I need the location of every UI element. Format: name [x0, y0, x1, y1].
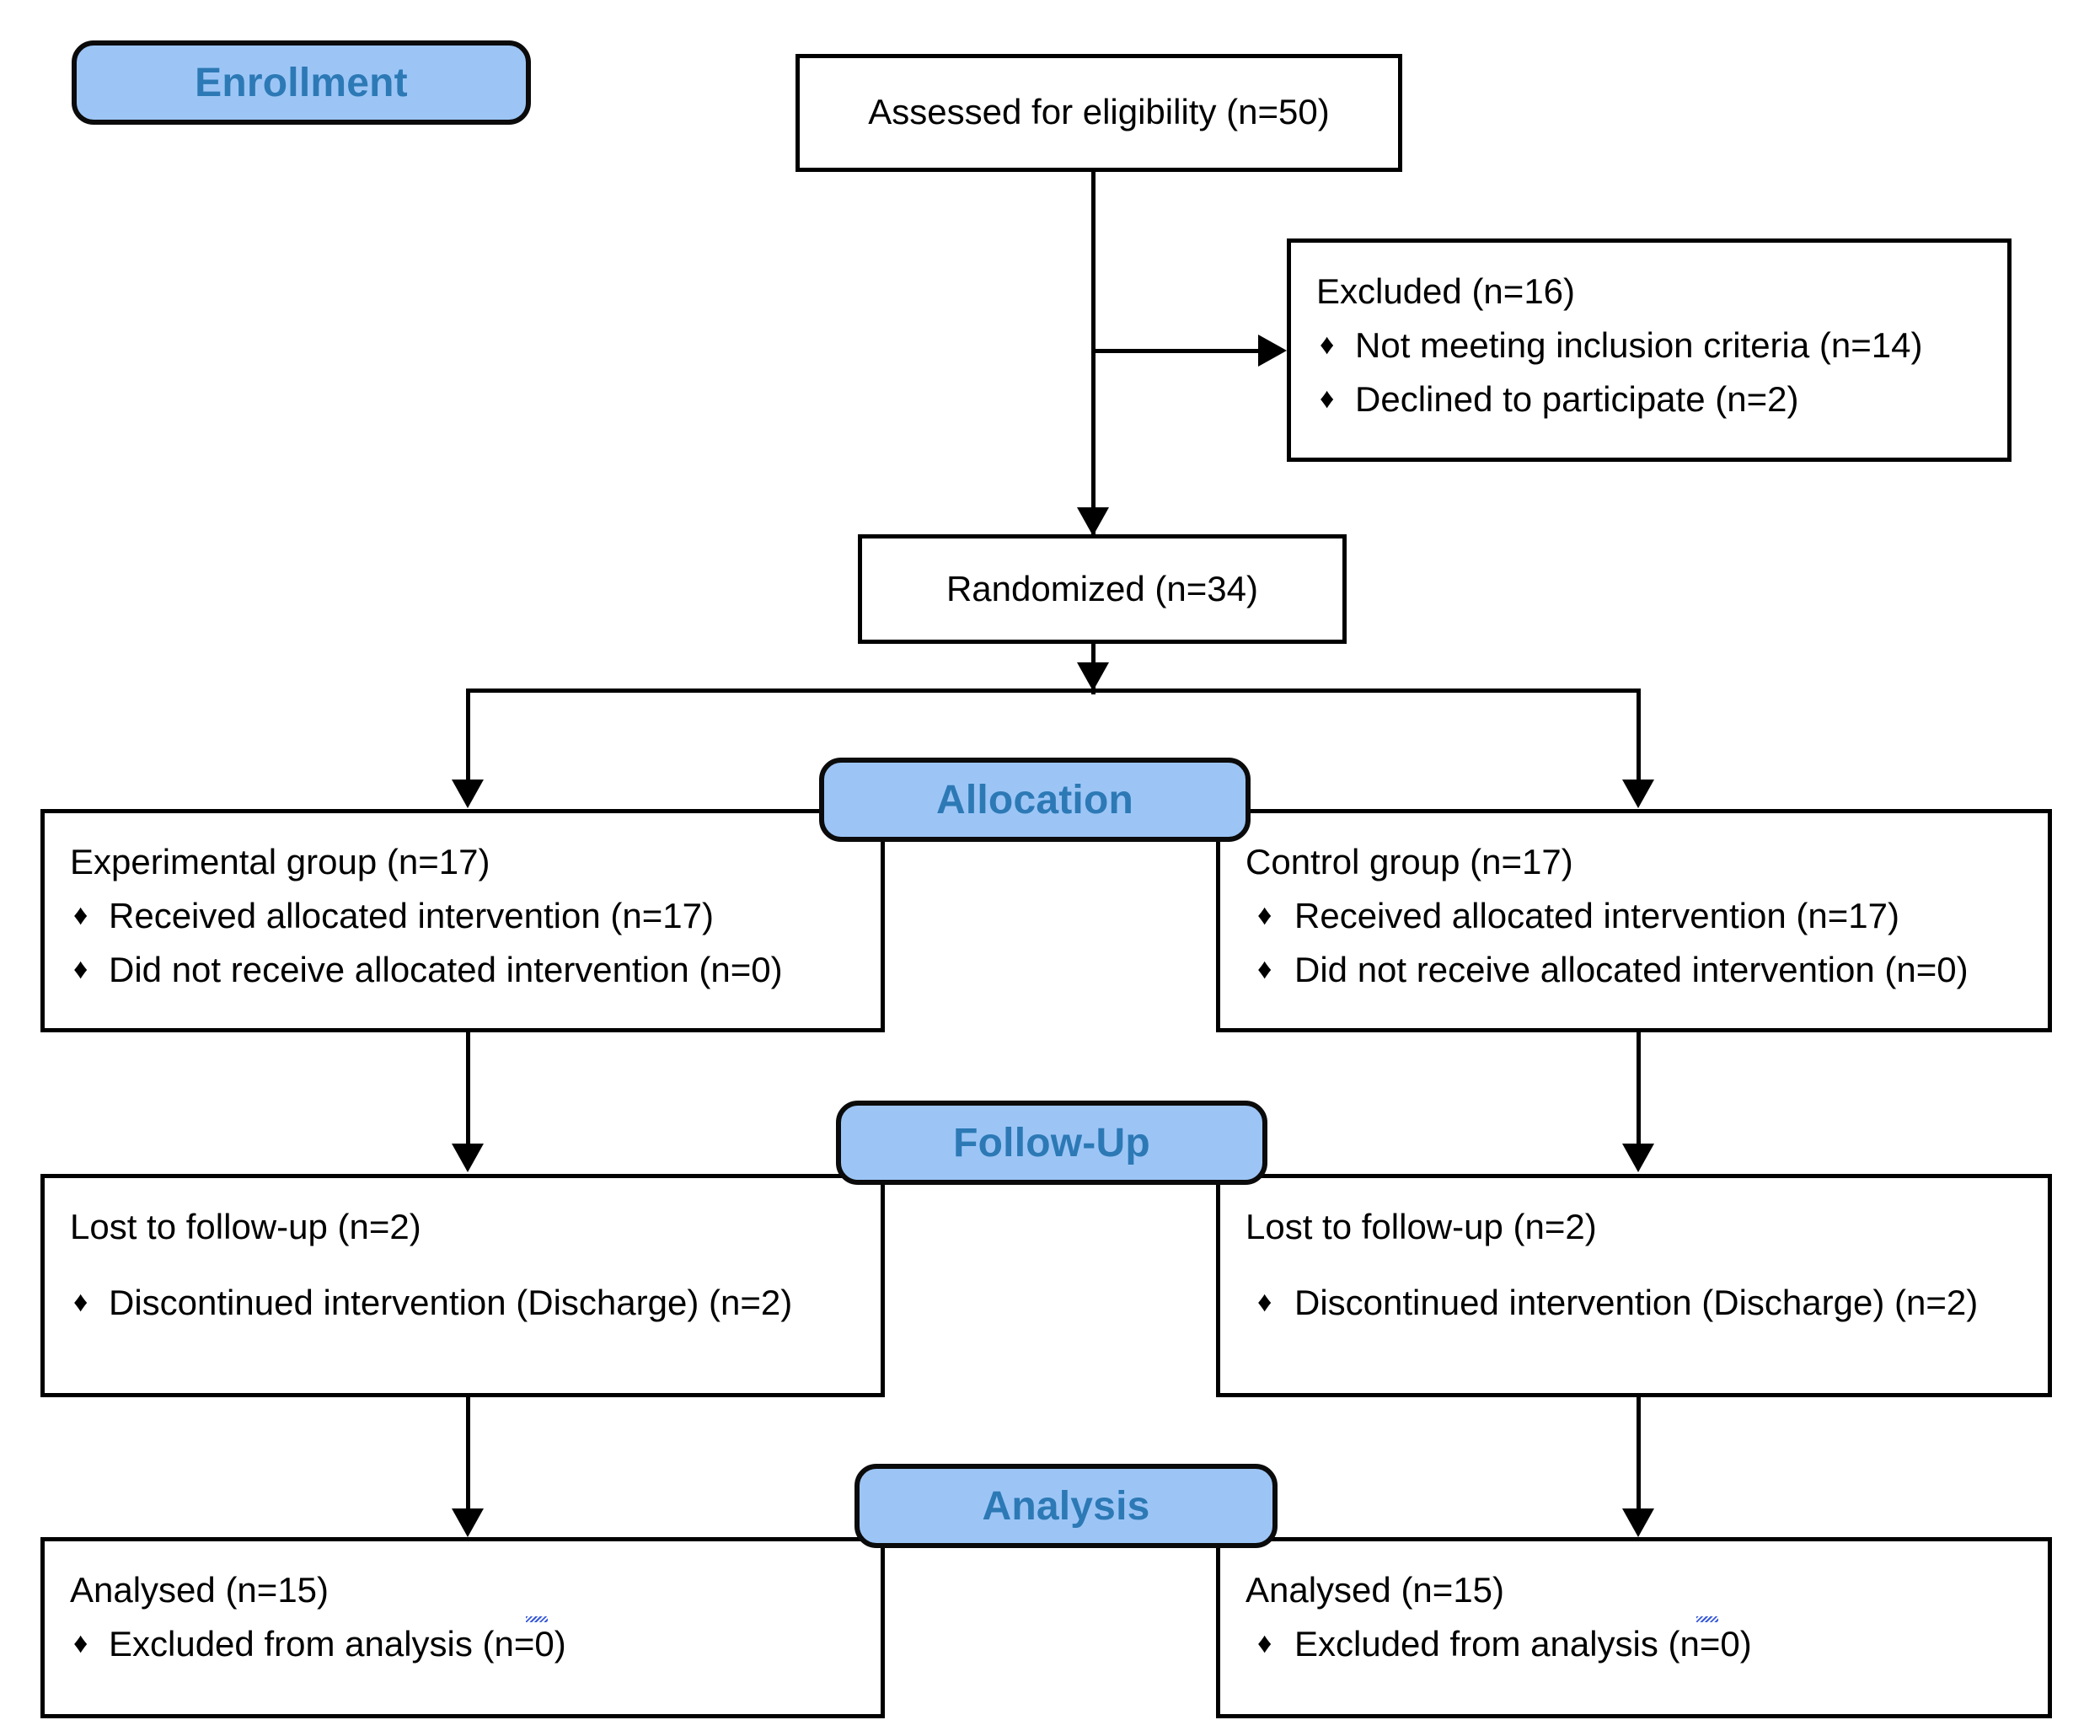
box-followup-experimental: Lost to follow-up (n=2) ♦ Discontinued i…	[40, 1174, 885, 1397]
list-item: ♦ Excluded from analysis (n=0)	[70, 1617, 855, 1671]
connector-randomized-to-right-arm	[1637, 689, 1641, 781]
box-analysis-control-list: ♦ Excluded from analysis (n=0)	[1246, 1617, 2022, 1671]
box-allocation-experimental: Experimental group (n=17) ♦ Received all…	[40, 809, 885, 1032]
list-item: ♦ Not meeting inclusion criteria (n=14)	[1316, 319, 1982, 372]
box-followup-control-list: ♦ Discontinued intervention (Discharge) …	[1246, 1276, 2022, 1330]
stage-badge-allocation: Allocation	[819, 758, 1251, 842]
diamond-bullet-icon: ♦	[1320, 328, 1335, 361]
box-randomized-title: Randomized (n=34)	[946, 569, 1259, 608]
box-followup-control: Lost to follow-up (n=2) ♦ Discontinued i…	[1216, 1174, 2052, 1397]
box-allocation-control: Control group (n=17) ♦ Received allocate…	[1216, 809, 2052, 1032]
box-analysis-experimental: Analysed (n=15) ♦ Excluded from analysis…	[40, 1537, 885, 1718]
box-assessed-title: Assessed for eligibility (n=50)	[868, 92, 1330, 131]
arrowhead-assessed-to-randomized	[1077, 507, 1109, 536]
connector-followup-right-to-analysis-right	[1637, 1397, 1641, 1511]
box-followup-experimental-list: ♦ Discontinued intervention (Discharge) …	[70, 1276, 855, 1330]
box-analysis-experimental-title: Analysed (n=15)	[70, 1563, 855, 1622]
box-allocation-control-list: ♦ Received allocated intervention (n=17)…	[1246, 889, 2022, 997]
arrowhead-randomized-split	[1077, 662, 1109, 691]
box-allocation-control-title: Control group (n=17)	[1246, 842, 1573, 881]
arrowhead-allocation-right-to-followup-right	[1622, 1144, 1654, 1172]
list-item: ♦ Did not receive allocated intervention…	[1246, 943, 2022, 997]
stage-badge-allocation-label: Allocation	[935, 777, 1133, 822]
list-item: ♦ Received allocated intervention (n=17)	[1246, 889, 2022, 943]
diamond-bullet-icon: ♦	[73, 952, 88, 985]
list-item-label: Did not receive allocated intervention (…	[1294, 949, 1969, 989]
box-assessed-for-eligibility: Assessed for eligibility (n=50)	[796, 54, 1402, 172]
stage-badge-analysis: Analysis	[854, 1464, 1278, 1548]
list-item: ♦ Declined to participate (n=2)	[1316, 372, 1982, 426]
list-item: ♦ Received allocated intervention (n=17)	[70, 889, 855, 943]
spacer	[70, 1254, 855, 1276]
box-randomized: Randomized (n=34)	[858, 534, 1347, 644]
list-item-label: Received allocated intervention (n=17)	[1294, 895, 1899, 935]
arrowhead-followup-left-to-analysis-left	[452, 1508, 484, 1537]
diamond-bullet-icon: ♦	[1257, 952, 1272, 985]
list-item: ♦ Discontinued intervention (Discharge) …	[70, 1276, 855, 1330]
arrowhead-randomized-to-left-arm	[452, 780, 484, 808]
arrowhead-followup-right-to-analysis-right	[1622, 1508, 1654, 1537]
list-item-label: Not meeting inclusion criteria (n=14)	[1355, 324, 1923, 365]
box-analysis-experimental-list: ♦ Excluded from analysis (n=0)	[70, 1617, 855, 1671]
connector-assessed-to-excluded	[1091, 349, 1260, 353]
diamond-bullet-icon: ♦	[1257, 1626, 1272, 1659]
box-excluded-list: ♦ Not meeting inclusion criteria (n=14) …	[1316, 319, 1982, 426]
list-item-label: Excluded from analysis (n=0)	[109, 1623, 566, 1664]
box-followup-control-title: Lost to follow-up (n=2)	[1246, 1207, 1597, 1246]
stage-badge-followup-label: Follow-Up	[953, 1120, 1150, 1165]
list-item-label: Discontinued intervention (Discharge) (n…	[1294, 1282, 1979, 1322]
diamond-bullet-icon: ♦	[73, 1285, 88, 1318]
box-excluded: Excluded (n=16) ♦ Not meeting inclusion …	[1287, 238, 2012, 462]
stage-badge-analysis-label: Analysis	[982, 1483, 1150, 1529]
list-item: ♦ Excluded from analysis (n=0)	[1246, 1617, 2022, 1671]
list-item-label: Discontinued intervention (Discharge) (n…	[109, 1282, 793, 1322]
diamond-bullet-icon: ♦	[1257, 1285, 1272, 1318]
arrowhead-randomized-to-right-arm	[1622, 780, 1654, 808]
list-item-label: Declined to participate (n=2)	[1355, 378, 1799, 419]
arrowhead-assessed-to-excluded	[1258, 335, 1287, 367]
list-item-label: Did not receive allocated intervention (…	[109, 949, 783, 989]
list-item-label: Excluded from analysis (n=0)	[1294, 1623, 1752, 1664]
list-item: ♦ Did not receive allocated intervention…	[70, 943, 855, 997]
stage-badge-enrollment: Enrollment	[72, 40, 531, 125]
list-item: ♦ Discontinued intervention (Discharge) …	[1246, 1276, 2022, 1330]
spacer	[1246, 1254, 2022, 1276]
connector-assessed-to-randomized	[1091, 172, 1096, 534]
connector-randomized-to-left-arm	[466, 689, 470, 781]
box-allocation-experimental-list: ♦ Received allocated intervention (n=17)…	[70, 889, 855, 997]
diamond-bullet-icon: ♦	[1257, 898, 1272, 931]
box-allocation-experimental-title: Experimental group (n=17)	[70, 842, 490, 881]
box-followup-experimental-title: Lost to follow-up (n=2)	[70, 1207, 421, 1246]
stage-badge-followup: Follow-Up	[836, 1101, 1267, 1185]
list-item-label: Received allocated intervention (n=17)	[109, 895, 714, 935]
connector-allocation-left-to-followup-left	[466, 1032, 470, 1146]
diamond-bullet-icon: ♦	[73, 1626, 88, 1659]
stage-badge-enrollment-label: Enrollment	[195, 60, 408, 105]
arrowhead-allocation-left-to-followup-left	[452, 1144, 484, 1172]
box-analysis-control: Analysed (n=15) ♦ Excluded from analysis…	[1216, 1537, 2052, 1718]
connector-allocation-right-to-followup-right	[1637, 1032, 1641, 1146]
diamond-bullet-icon: ♦	[1320, 382, 1335, 415]
box-analysis-control-title: Analysed (n=15)	[1246, 1563, 2022, 1622]
connector-followup-left-to-analysis-left	[466, 1397, 470, 1511]
connector-randomized-split-bar	[466, 689, 1641, 693]
box-excluded-title: Excluded (n=16)	[1316, 271, 1576, 311]
diamond-bullet-icon: ♦	[73, 898, 88, 931]
